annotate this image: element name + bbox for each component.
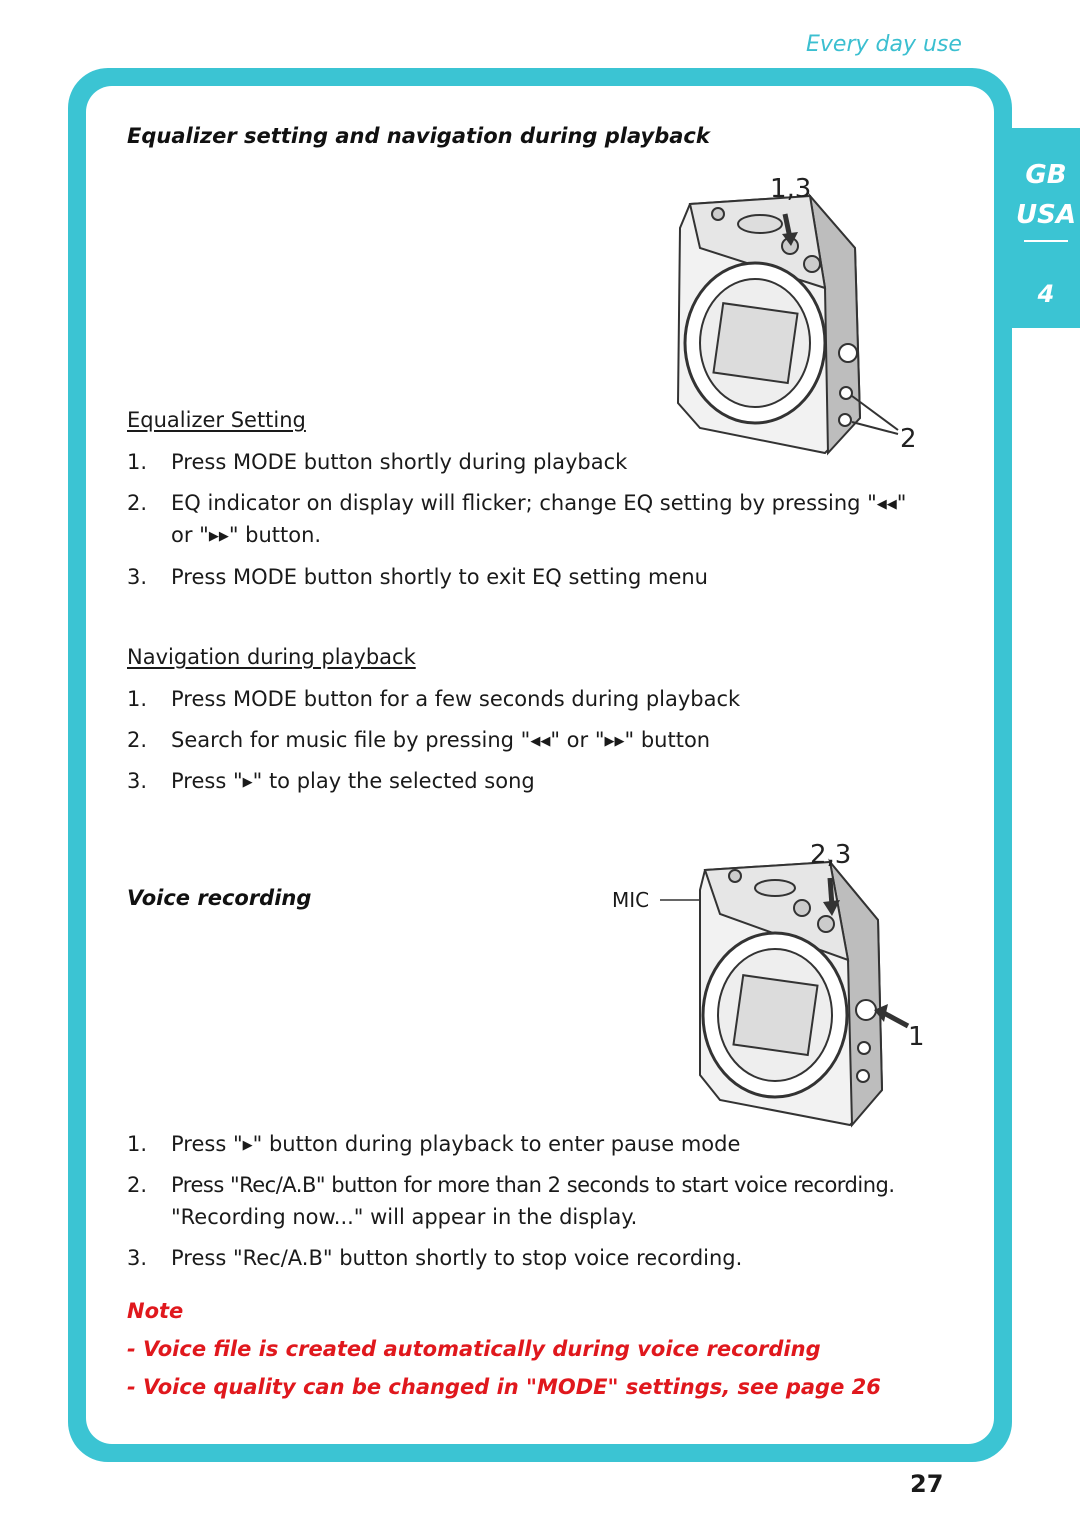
voice-step-2-text: Press "Rec/A.B" button for more than 2 s…: [171, 1173, 895, 1197]
chapter-tab-usa: USA: [1016, 200, 1076, 230]
fast-forward-icon: ▶▶: [604, 734, 625, 749]
eq-step-1-text: Press MODE button shortly during playbac…: [171, 450, 628, 474]
callout-label-2-3: 2,3: [810, 840, 852, 870]
equalizer-section-title: Equalizer setting and navigation during …: [127, 124, 710, 148]
navigation-subtitle: Navigation during playback: [127, 645, 416, 669]
eq-step-3-text: Press MODE button shortly to exit EQ set…: [171, 565, 708, 589]
chapter-tab: GB USA 4: [1012, 128, 1080, 328]
voice-step-3-number: 3.: [127, 1246, 148, 1270]
callout-label-1-3: 1,3: [770, 174, 812, 204]
voice-step-1-number: 1.: [127, 1132, 148, 1156]
eq-step-2-line2: or "▶▶" button.: [171, 519, 321, 553]
player-illustration-bottom: [660, 858, 910, 1128]
voice-recording-title: Voice recording: [127, 886, 312, 910]
nav-step-3-pre: Press ": [171, 769, 243, 793]
mic-label: MIC: [612, 888, 650, 912]
eq-step-2-line2-pre: or ": [171, 523, 209, 547]
voice-step-3-text: Press "Rec/A.B" button shortly to stop v…: [171, 1246, 743, 1270]
nav-step-1-text: Press MODE button for a few seconds duri…: [171, 687, 741, 711]
play-icon: ▶: [242, 775, 253, 790]
eq-step-3-number: 3.: [127, 565, 148, 589]
player-illustration-top: [676, 192, 899, 456]
voice-step-1-pre: Press ": [171, 1132, 243, 1156]
nav-step-3-post: " to play the selected song: [252, 769, 535, 793]
eq-step-2-number: 2.: [127, 491, 148, 515]
note-label: Note: [127, 1299, 184, 1323]
nav-step-1-number: 1.: [127, 687, 148, 711]
callout-label-2: 2: [900, 424, 917, 454]
voice-step-1-post: " button during playback to enter pause …: [252, 1132, 741, 1156]
rewind-icon: ◀◀: [876, 497, 897, 512]
nav-step-3-text: Press "▶" to play the selected song: [171, 765, 535, 799]
voice-step-2-line2: "Recording now..." will appear in the di…: [171, 1205, 638, 1229]
voice-step-1-text: Press "▶" button during playback to ente…: [171, 1128, 740, 1162]
nav-step-3-number: 3.: [127, 769, 148, 793]
chapter-tab-divider: [1024, 240, 1068, 242]
voice-step-2-number: 2.: [127, 1173, 148, 1197]
section-header: Every day use: [806, 32, 962, 57]
nav-step-2-number: 2.: [127, 728, 148, 752]
chapter-tab-number: 4: [1037, 280, 1055, 308]
nav-step-2-pre: Search for music file by pressing ": [171, 728, 531, 752]
nav-step-2-mid: " or ": [550, 728, 605, 752]
fast-forward-icon: ▶▶: [208, 529, 229, 544]
page-number: 27: [910, 1470, 944, 1498]
eq-step-2-post: ": [896, 491, 907, 515]
equalizer-setting-subtitle: Equalizer Setting: [127, 408, 306, 432]
eq-step-1-number: 1.: [127, 450, 148, 474]
callout-label-1: 1: [908, 1022, 925, 1052]
note-item-1: - Voice file is created automatically du…: [127, 1337, 821, 1361]
nav-step-2-text: Search for music file by pressing "◀◀" o…: [171, 724, 710, 758]
eq-step-2-text: EQ indicator on display will flicker; ch…: [171, 487, 906, 521]
nav-step-2-post: " button: [624, 728, 711, 752]
play-icon: ▶: [242, 1138, 253, 1153]
chapter-tab-gb: GB: [1025, 160, 1067, 190]
rewind-icon: ◀◀: [530, 734, 551, 749]
eq-step-2-pre: EQ indicator on display will flicker; ch…: [171, 491, 877, 515]
note-item-2: - Voice quality can be changed in "MODE"…: [127, 1375, 881, 1399]
eq-step-2-line2-post: " button.: [228, 523, 322, 547]
